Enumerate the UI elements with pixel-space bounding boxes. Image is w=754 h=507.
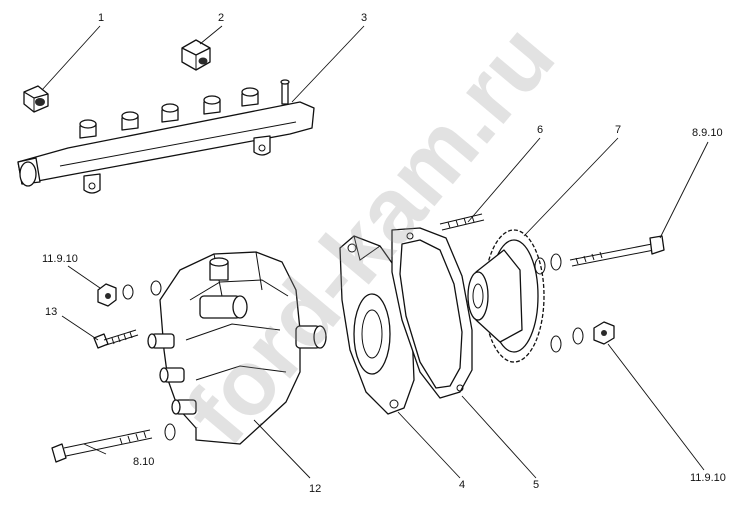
part-3-fuel-rail bbox=[17, 79, 315, 194]
pump-nut bbox=[97, 283, 117, 307]
callout-4: 4 bbox=[459, 479, 465, 491]
part-1-nut bbox=[23, 85, 49, 113]
callout-8-9-10: 8.9.10 bbox=[692, 127, 723, 139]
callout-12: 12 bbox=[309, 483, 321, 495]
part-5-gasket bbox=[391, 227, 473, 399]
callout-2: 2 bbox=[218, 12, 224, 24]
pump-o-rings bbox=[122, 280, 162, 300]
part-12-pump bbox=[147, 251, 327, 445]
callout-11-9-10-right: 11.9.10 bbox=[690, 472, 726, 484]
callout-11-9-10-left: 11.9.10 bbox=[42, 253, 78, 265]
callouts: 1 2 3 6 7 8.9.10 11.9.10 13 8.10 12 4 5 … bbox=[42, 12, 726, 495]
callout-6: 6 bbox=[537, 124, 543, 136]
callout-13: 13 bbox=[45, 306, 57, 318]
gear-washers bbox=[534, 253, 615, 353]
part-2-nut bbox=[181, 39, 211, 71]
long-bolt-right bbox=[569, 235, 665, 267]
long-bolt-bottom bbox=[51, 423, 176, 463]
callout-7: 7 bbox=[615, 124, 621, 136]
callout-8-10: 8.10 bbox=[133, 456, 154, 468]
callout-1: 1 bbox=[98, 12, 104, 24]
part-6-stud bbox=[439, 213, 485, 231]
leader-lines bbox=[41, 25, 709, 479]
callout-3: 3 bbox=[361, 12, 367, 24]
part-13-bolt bbox=[93, 329, 139, 349]
part-7-gear bbox=[467, 229, 545, 363]
callout-5: 5 bbox=[533, 479, 539, 491]
